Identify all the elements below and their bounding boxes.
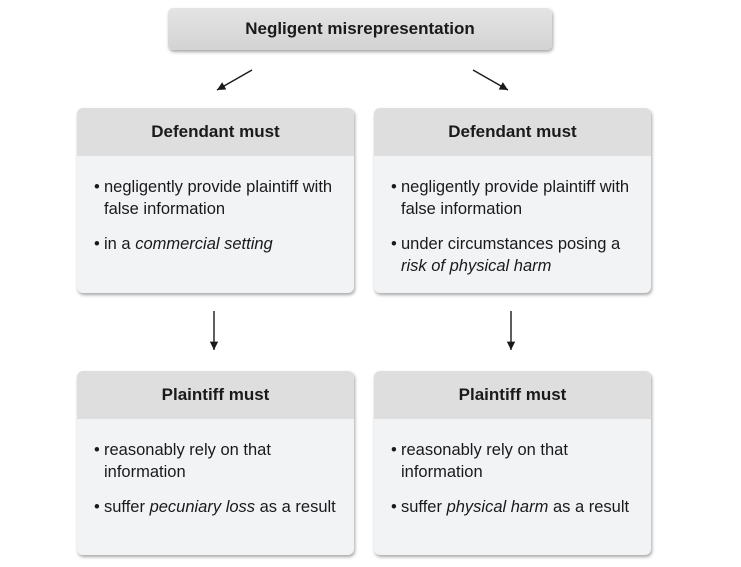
bullet-text: reasonably rely on that information [401, 441, 568, 481]
bullet-mark: • [94, 178, 100, 196]
list-item: • suffer physical harm as a result [391, 496, 637, 518]
bullet-mark: • [94, 235, 100, 253]
list-item: • negligently provide plaintiff with fal… [94, 176, 340, 220]
defendant-card-commercial: Defendant must • negligently provide pla… [77, 108, 354, 293]
bullet-mark: • [391, 235, 397, 253]
diagram-title-text: Negligent misrepresentation [245, 19, 475, 38]
bullet-mark: • [94, 441, 100, 459]
diagram-title: Negligent misrepresentation [168, 8, 552, 50]
list-item: • reasonably rely on that information [391, 439, 637, 483]
bullet-mark: • [391, 441, 397, 459]
plaintiff-card-physical: Plaintiff must • reasonably rely on that… [374, 371, 651, 555]
bullet-text: under circumstances posing a risk of phy… [401, 235, 621, 275]
card-body: • negligently provide plaintiff with fal… [374, 156, 651, 277]
card-header: Plaintiff must [374, 371, 651, 419]
list-item: • suffer pecuniary loss as a result [94, 496, 340, 518]
plaintiff-card-pecuniary: Plaintiff must • reasonably rely on that… [77, 371, 354, 555]
list-item: • reasonably rely on that information [94, 439, 340, 483]
card-body: • reasonably rely on that information • … [77, 419, 354, 518]
card-header: Defendant must [374, 108, 651, 156]
bullet-text: in a commercial setting [104, 235, 273, 253]
arrow-title-to-right [472, 69, 509, 91]
bullet-text: negligently provide plaintiff with false… [104, 178, 333, 218]
bullet-mark: • [94, 498, 100, 516]
card-header: Defendant must [77, 108, 354, 156]
bullet-text: negligently provide plaintiff with false… [401, 178, 630, 218]
bullet-mark: • [391, 178, 397, 196]
defendant-card-physical: Defendant must • negligently provide pla… [374, 108, 651, 293]
card-header: Plaintiff must [77, 371, 354, 419]
list-item: • negligently provide plaintiff with fal… [391, 176, 637, 220]
card-body: • reasonably rely on that information • … [374, 419, 651, 518]
list-item: • in a commercial setting [94, 233, 340, 255]
bullet-mark: • [391, 498, 397, 516]
bullet-text: reasonably rely on that information [104, 441, 271, 481]
bullet-text: suffer pecuniary loss as a result [104, 498, 336, 516]
arrow-title-to-left [216, 69, 253, 91]
list-item: • under circumstances posing a risk of p… [391, 233, 637, 277]
card-body: • negligently provide plaintiff with fal… [77, 156, 354, 255]
bullet-text: suffer physical harm as a result [401, 498, 630, 516]
